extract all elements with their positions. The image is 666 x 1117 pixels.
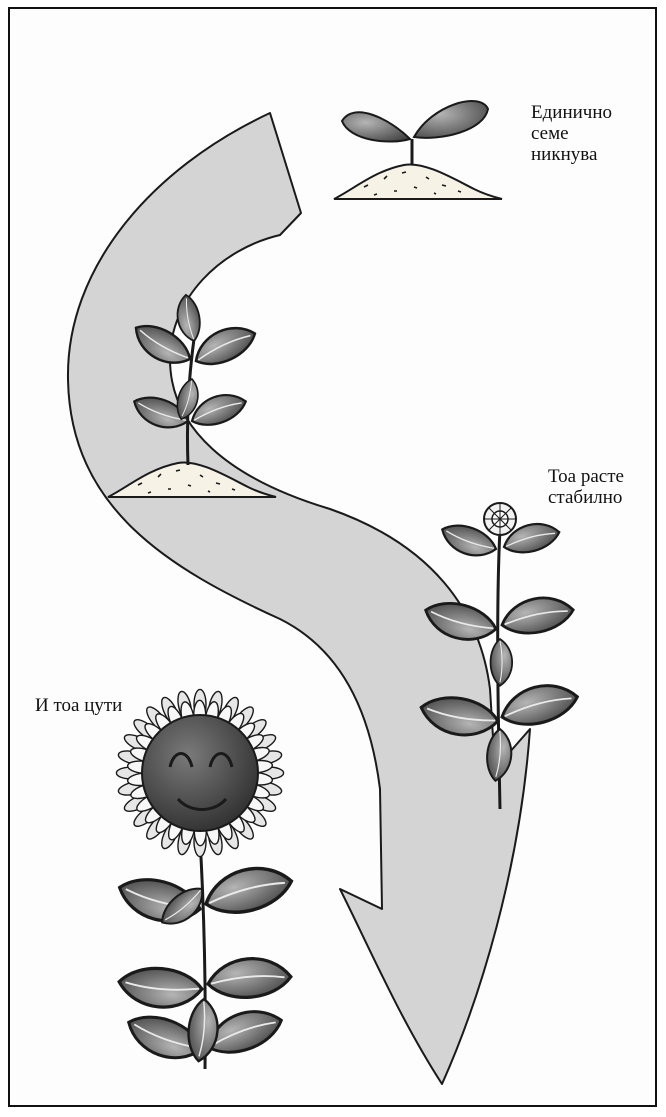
label-grows-line-2: стабилно bbox=[548, 487, 624, 508]
seedling-illustration bbox=[334, 101, 502, 199]
label-blooms: И тоа цути bbox=[35, 695, 122, 716]
sunflower-illustration bbox=[114, 689, 296, 1069]
label-germinate-line-1: Единично bbox=[531, 102, 612, 123]
diagram-frame: Единично семе никнува Тоа расте стабилно… bbox=[8, 7, 657, 1107]
label-blooms-line-1: И тоа цути bbox=[35, 695, 122, 716]
growth-cycle-illustration bbox=[10, 9, 657, 1107]
label-germinate-line-3: никнува bbox=[531, 144, 612, 165]
label-germinate-line-2: семе bbox=[531, 123, 612, 144]
cycle-arrow bbox=[68, 113, 530, 1084]
label-germinate: Единично семе никнува bbox=[531, 102, 612, 165]
label-grows: Тоа расте стабилно bbox=[548, 466, 624, 508]
label-grows-line-1: Тоа расте bbox=[548, 466, 624, 487]
